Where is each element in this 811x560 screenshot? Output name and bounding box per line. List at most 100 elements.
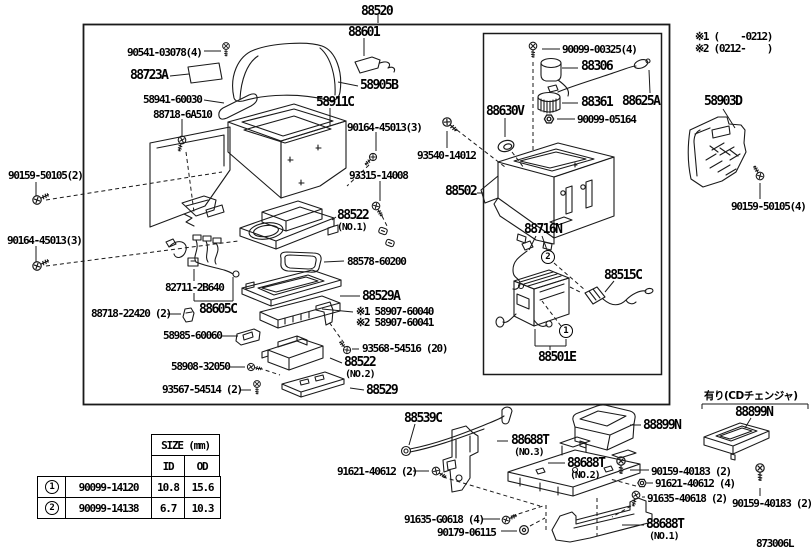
grommet-icon <box>518 524 530 536</box>
screw-icon <box>362 151 379 168</box>
clip-nut-icon <box>384 238 396 248</box>
screw-icon <box>30 190 52 207</box>
label-90099-05164: 90099-05164 <box>577 113 637 126</box>
label-58905b: 58905B <box>360 78 399 93</box>
label-note-1: ※1 ( -0212) <box>695 30 773 43</box>
outer-assembly-box <box>82 23 671 406</box>
leader-lines <box>35 15 809 532</box>
label-91635-g0618: 91635-G0618 (4) <box>404 513 485 526</box>
label-88688t-no1-sub: (NO.1) <box>649 531 680 542</box>
label-82711-2b640: 82711-2B640 <box>165 281 225 294</box>
label-88522-no1-sub: (NO.1) <box>337 222 368 233</box>
inner-assembly-box <box>482 32 663 376</box>
label-58985-60060: 58985-60060 <box>163 329 223 342</box>
label-88529a: 88529A <box>362 289 401 304</box>
label-88539c: 88539C <box>404 411 443 426</box>
label-88688t-no2: 88688T <box>567 456 606 471</box>
label-58908-32050: 58908-32050 <box>171 360 231 373</box>
screw-icon <box>440 115 461 135</box>
size-table-part-number: 90099-14120 <box>65 476 152 498</box>
screw-icon <box>370 200 386 219</box>
label-note-2: ※2 (0212- ) <box>695 42 773 55</box>
label-88688t-no1: 88688T <box>646 517 685 532</box>
size-table-id-value: 10.8 <box>151 476 185 498</box>
screw-icon <box>755 463 765 482</box>
size-table-od-value: 15.6 <box>184 476 221 498</box>
screw-icon <box>750 163 766 182</box>
label-88688t-no3-sub: (NO.3) <box>514 447 545 458</box>
label-88522-no2-sub: (NO.2) <box>345 369 376 380</box>
console-assembly-art <box>149 42 396 398</box>
label-88522-no2: 88522 <box>344 355 377 370</box>
label-88306: 88306 <box>581 59 614 74</box>
label-90099-00325: 90099-00325(4) <box>562 43 638 56</box>
size-table-badge: 1 <box>44 480 59 494</box>
label-cd-note: 有り(CDチェンジャ) <box>704 390 798 402</box>
label-90159-40183-1: 90159-40183 (2) <box>651 465 732 478</box>
size-table-col-od: OD <box>184 455 220 477</box>
size-table-col-id: ID <box>151 455 185 477</box>
screw-icon <box>336 338 353 356</box>
label-88578-60200: 88578-60200 <box>347 255 407 268</box>
callout-badge-2: 2 <box>541 250 555 264</box>
nut-icon <box>637 478 647 488</box>
screw-icon <box>30 256 52 273</box>
label-88716n: 88716N <box>524 222 563 237</box>
label-93567-54514: 93567-54514 (2) <box>162 383 243 396</box>
screw-icon <box>253 380 261 395</box>
assembly-dashed-lines <box>45 62 637 536</box>
label-93568-54516: 93568-54516 (20) <box>362 342 448 355</box>
label-58911c: 58911C <box>316 95 355 110</box>
callout-badge-1: 1 <box>559 324 573 338</box>
label-88601: 88601 <box>348 25 381 40</box>
grommet-washer-icon <box>496 138 516 154</box>
label-90164-45013-right: 90164-45013(3) <box>347 121 423 134</box>
label-91621-40612-4: 91621-40612 (4) <box>655 477 736 490</box>
label-88605c: 88605C <box>199 302 238 317</box>
screw-icon <box>222 42 230 57</box>
screw-icon <box>246 362 264 373</box>
size-table-id-value: 6.7 <box>151 497 185 519</box>
control-box-assembly-art <box>480 57 654 328</box>
label-88718-6a510: 88718-6A510 <box>153 108 213 121</box>
screw-icon <box>528 41 538 59</box>
label-91635-40618: 91635-40618 (2) <box>647 492 728 505</box>
side-panel-art <box>687 116 747 188</box>
label-93315-14008: 93315-14008 <box>349 169 409 182</box>
label-58907-60041: ※2 58907-60041 <box>356 316 434 329</box>
label-93540-14012: 93540-14012 <box>417 149 477 162</box>
label-88502: 88502 <box>445 184 478 199</box>
label-91621-40612-2: 91621-40612 (2) <box>337 465 418 478</box>
label-90541-03078: 90541-03078(4) <box>127 46 203 59</box>
screw-icon <box>500 511 519 526</box>
size-table-part-number: 90099-14138 <box>65 497 152 519</box>
label-58941-60030: 58941-60030 <box>143 93 203 106</box>
label-88529: 88529 <box>366 383 399 398</box>
label-88520: 88520 <box>361 4 394 19</box>
label-90164-45013-left: 90164-45013(3) <box>7 234 83 247</box>
label-88899n-2: 88899N <box>735 405 774 420</box>
nut-icon <box>543 114 555 124</box>
label-58903d: 58903D <box>704 94 743 109</box>
label-88723a: 88723A <box>130 68 169 83</box>
label-88688t-no2-sub: (NO.2) <box>570 470 601 481</box>
label-88515c: 88515C <box>604 268 643 283</box>
size-table-badge-cell: 1 <box>37 476 66 498</box>
size-table-badge: 2 <box>44 501 59 515</box>
label-90159-50105-left: 90159-50105(2) <box>8 169 84 182</box>
label-88501e: 88501E <box>538 350 577 365</box>
label-88361: 88361 <box>581 95 614 110</box>
size-table-header: SIZE (mm) <box>151 434 220 456</box>
bottom-brackets-art <box>400 404 770 543</box>
label-58907-60040: ※1 58907-60040 <box>356 305 434 318</box>
label-figure-code: 873006L <box>756 537 795 550</box>
label-88630v: 88630V <box>486 104 525 119</box>
label-90179-06115: 90179-06115 <box>437 526 497 539</box>
label-88688t-no3: 88688T <box>511 433 550 448</box>
label-88718-22420: 88718-22420 (2) <box>91 307 172 320</box>
label-88625a: 88625A <box>622 94 661 109</box>
clip-nut-icon <box>377 226 389 236</box>
label-88522-no1: 88522 <box>337 208 370 223</box>
